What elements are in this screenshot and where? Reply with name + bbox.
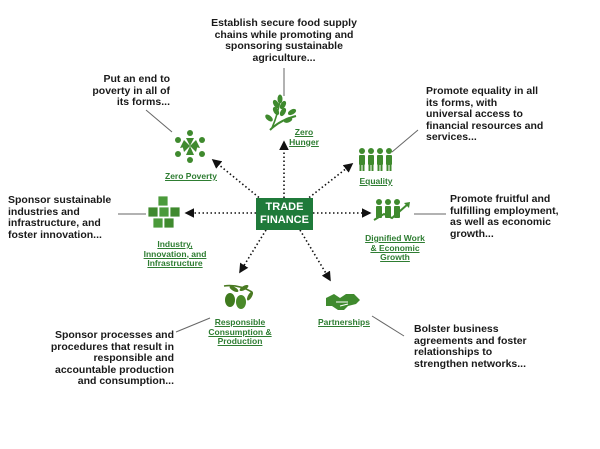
arrow-zero-poverty [211,158,263,201]
growth-people-icon [373,199,410,221]
arrow-equality [305,163,354,201]
connector-equality [391,129,419,153]
arrows [184,140,372,282]
wheat-icon [265,94,297,131]
center-line-2: FINANCE [260,214,309,226]
responsible-description: Sponsor processes and procedures that re… [50,329,174,387]
equal-people-icon [359,148,392,171]
connector-zero-poverty [145,109,173,133]
trade-finance-box: TRADE FINANCE [256,198,313,230]
industry-description: Sponsor sustainable industries and infra… [8,194,112,241]
zero-hunger-description: Establish secure food supply chains whil… [211,17,357,64]
zero-hunger-link[interactable]: Zero Hunger [289,127,319,147]
connectors [118,68,446,337]
equality-link[interactable]: Equality [359,176,393,186]
zero-poverty-description: Put an end to poverty in all of its form… [92,73,170,108]
partnerships-link[interactable]: Partnerships [318,317,370,327]
arrow-responsible [239,229,267,274]
responsible-link[interactable]: Responsible Consumption & Production [208,317,272,346]
olive-branch-icon [223,284,254,309]
cubes-icon [147,195,181,229]
partnerships-description: Bolster business agreements and foster r… [414,323,527,370]
equality-description: Promote equality in all its forms, with … [426,85,544,143]
connector-partnerships [371,315,405,337]
center-line-1: TRADE [265,201,304,213]
dignified-work-link[interactable]: Dignified Work & Economic Growth [365,233,425,262]
people-circle-icon [175,130,205,163]
connector-responsible [175,317,211,333]
arrow-partnerships [299,229,331,282]
zero-poverty-link[interactable]: Zero Poverty [165,171,217,181]
industry-link[interactable]: Industry, Innovation, and Infrastructure [143,239,207,268]
handshake-icon [326,294,360,310]
dignified-work-description: Promote fruitful and fulfilling employme… [450,193,559,240]
